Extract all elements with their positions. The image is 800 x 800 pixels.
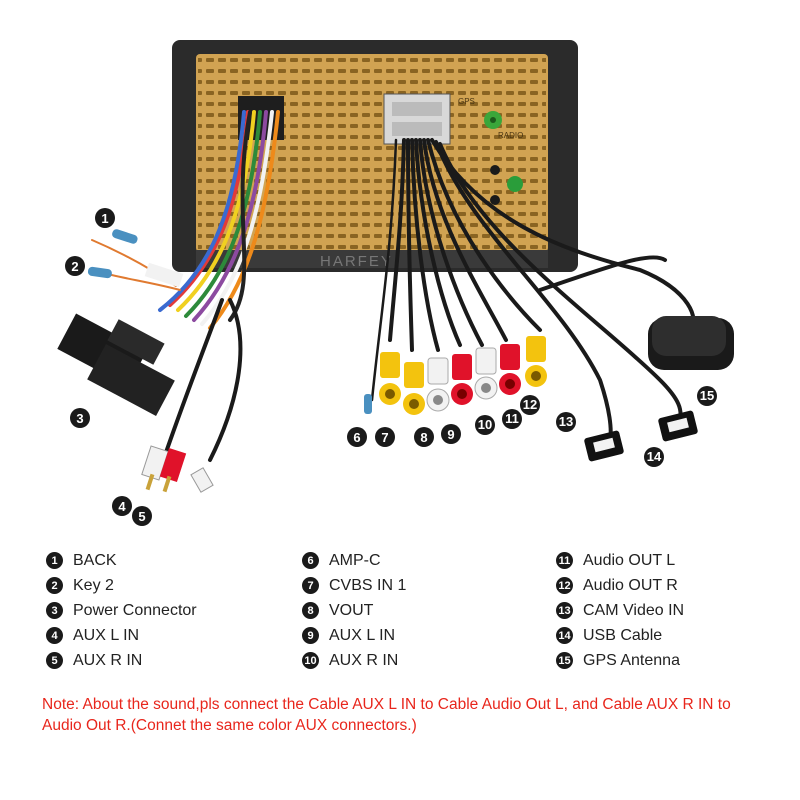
gps-port-label: GPS	[458, 97, 475, 106]
legend-item: 13 CAM Video IN	[556, 598, 684, 623]
legend-label: Power Connector	[73, 601, 197, 619]
number-badge: 12	[556, 577, 573, 594]
legend-item: 5 AUX R IN	[46, 648, 197, 673]
number-badge: 11	[556, 552, 573, 569]
callout-15-marker: 15	[697, 386, 717, 406]
legend-label: Audio OUT R	[583, 576, 678, 594]
callout-12-marker: 12	[520, 395, 540, 415]
legend-label: USB Cable	[583, 626, 663, 644]
svg-text:3: 3	[76, 411, 83, 426]
brand-watermark: HARFEY	[320, 253, 393, 270]
legend-label: AUX L IN	[73, 626, 140, 644]
rca-connectors	[379, 336, 547, 415]
callout-14-marker: 14	[644, 447, 664, 467]
aux-plugs-left	[141, 445, 214, 493]
tag-label	[144, 262, 184, 288]
callout-2-marker: 2	[65, 256, 85, 276]
callout-5-marker: 5	[132, 506, 152, 526]
number-badge: 10	[302, 652, 319, 669]
callout-13-marker: 13	[556, 412, 576, 432]
legend-label: Key 2	[73, 576, 114, 594]
callout-11-marker: 11	[502, 409, 522, 429]
svg-text:7: 7	[381, 430, 388, 445]
legend-item: 10 AUX R IN	[302, 648, 406, 673]
legend-label: VOUT	[329, 601, 374, 619]
svg-text:1: 1	[101, 211, 108, 226]
callout-4-marker: 4	[112, 496, 132, 516]
svg-text:5: 5	[138, 509, 145, 524]
svg-text:6: 6	[353, 430, 360, 445]
number-badge: 14	[556, 627, 573, 644]
legend-item: 3 Power Connector	[46, 598, 197, 623]
svg-text:14: 14	[647, 449, 662, 464]
legend-label: GPS Antenna	[583, 651, 680, 669]
legend-label: AMP-C	[329, 551, 381, 569]
status-sticker	[507, 176, 523, 192]
svg-text:11: 11	[505, 411, 519, 426]
callout-3-marker: 3	[70, 408, 90, 428]
svg-text:15: 15	[700, 388, 714, 403]
number-badge: 15	[556, 652, 573, 669]
legend-item: 11 Audio OUT L	[556, 548, 684, 573]
number-badge: 9	[302, 627, 319, 644]
svg-text:10: 10	[478, 417, 492, 432]
number-badge: 13	[556, 602, 573, 619]
svg-text:2: 2	[71, 259, 78, 274]
callout-1-marker: 1	[95, 208, 115, 228]
head-unit: HARFEY GPS RADIO	[172, 40, 578, 272]
number-badge: 5	[46, 652, 63, 669]
number-badge: 4	[46, 627, 63, 644]
legend-item: 6 AMP-C	[302, 548, 406, 573]
callout-10-marker: 10	[475, 415, 495, 435]
power-connector	[57, 313, 175, 416]
usb-connectors	[584, 410, 698, 462]
legend-column-2: 6 AMP-C 7 CVBS IN 1 8 VOUT 9 AUX L IN 10 AUX …	[302, 548, 406, 673]
svg-text:13: 13	[559, 414, 573, 429]
legend-item: 15 GPS Antenna	[556, 648, 684, 673]
legend-label: CVBS IN 1	[329, 576, 407, 594]
legend-item: 8 VOUT	[302, 598, 406, 623]
svg-text:9: 9	[447, 427, 454, 442]
svg-text:4: 4	[118, 499, 126, 514]
power-harness	[91, 110, 280, 472]
number-badge: 7	[302, 577, 319, 594]
legend-item: 1 BACK	[46, 548, 197, 573]
svg-text:8: 8	[420, 430, 427, 445]
legend-item: 9 AUX L IN	[302, 623, 406, 648]
legend-label: AUX R IN	[329, 651, 399, 669]
callout-7-marker: 7	[375, 427, 395, 447]
legend-item: 12 Audio OUT R	[556, 573, 684, 598]
rca-bundle	[370, 138, 542, 402]
legend-item: 14 USB Cable	[556, 623, 684, 648]
usb-gps-cables	[430, 138, 696, 442]
legend-label: AUX R IN	[73, 651, 143, 669]
amp-c-wire-tip	[364, 394, 372, 414]
number-badge: 6	[302, 552, 319, 569]
legend-column-3: 11 Audio OUT L 12 Audio OUT R 13 CAM Video …	[556, 548, 684, 673]
callout-6-marker: 6	[347, 427, 367, 447]
callout-8-marker: 8	[414, 427, 434, 447]
legend-label: Audio OUT L	[583, 551, 676, 569]
key2-wire-tip	[87, 266, 112, 279]
gps-antenna	[648, 316, 734, 370]
legend-item: 7 CVBS IN 1	[302, 573, 406, 598]
legend-label: BACK	[73, 551, 117, 569]
sound-note: Note: About the sound,pls connect the Ca…	[42, 696, 731, 734]
number-badge: 8	[302, 602, 319, 619]
number-badge: 1	[46, 552, 63, 569]
multi-pin-socket	[383, 93, 451, 145]
legend-item: 2 Key 2	[46, 573, 197, 598]
legend-label: CAM Video IN	[583, 601, 685, 619]
svg-text:12: 12	[523, 397, 537, 412]
wiring-diagram: HARFEY GPS RADIO	[57, 40, 734, 526]
back-wire-tip	[112, 229, 138, 244]
radio-port-label: RADIO	[498, 131, 523, 140]
legend-label: AUX L IN	[329, 626, 396, 644]
legend-item: 4 AUX L IN	[46, 623, 197, 648]
callout-9-marker: 9	[441, 424, 461, 444]
number-badge: 2	[46, 577, 63, 594]
number-badge: 3	[46, 602, 63, 619]
